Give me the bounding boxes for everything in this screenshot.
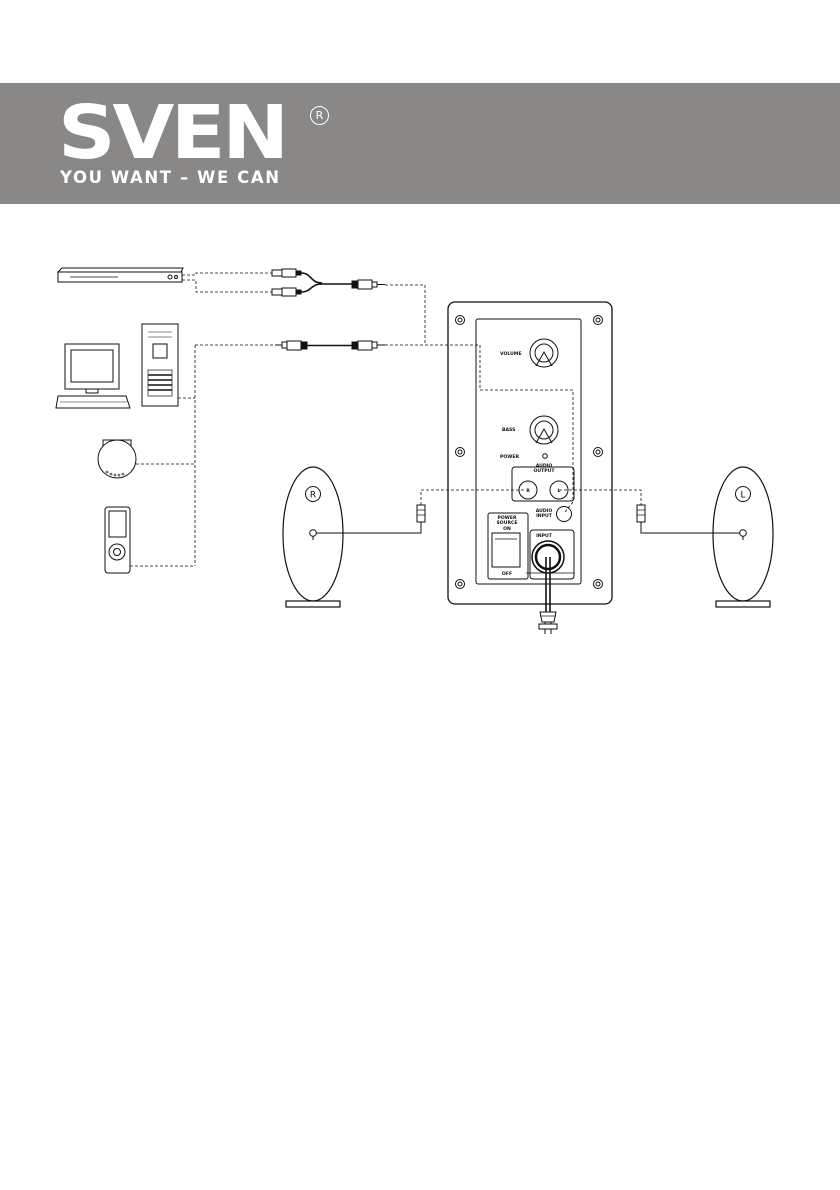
speaker-right-label: R <box>310 491 316 501</box>
registered-mark: R <box>310 106 329 125</box>
mp3-player-icon <box>104 506 131 574</box>
audio-input-label-1: AUDIO <box>536 508 553 514</box>
bass-knob[interactable] <box>529 415 559 445</box>
minijack-cable <box>275 340 385 351</box>
speaker-right <box>282 466 426 608</box>
signal-wiring <box>130 272 642 567</box>
off-label: OFF <box>502 571 512 577</box>
audio-input-jack[interactable] <box>556 506 572 522</box>
audio-input-label-2: INPUT <box>536 513 553 519</box>
power-switch-frame <box>487 512 529 580</box>
jack-r-label: R <box>526 488 530 494</box>
screw-icon <box>455 315 603 589</box>
computer-icon <box>55 323 179 409</box>
audio-output-r-jack <box>518 480 538 500</box>
bass-label: BASS <box>502 427 515 433</box>
dvd-player-icon <box>56 267 184 283</box>
audio-output-frame <box>511 466 575 502</box>
power-input-frame <box>529 529 575 580</box>
sven-logo: SVEN <box>58 90 289 176</box>
power-switch[interactable] <box>491 532 521 568</box>
audio-output-label-1: AUDIO <box>536 463 553 469</box>
power-led <box>542 453 548 459</box>
power-plug-icon <box>538 557 558 634</box>
volume-knob[interactable] <box>529 338 559 368</box>
audio-output-label-2: OUTPUT <box>534 468 556 474</box>
power-label: POWER <box>500 454 519 460</box>
header-banner <box>0 83 840 204</box>
subwoofer-back-panel <box>447 301 613 605</box>
on-label: ON <box>503 526 511 532</box>
speaker-left-label: L <box>740 491 745 501</box>
volume-label: VOLUME <box>500 351 522 357</box>
audio-output-l-jack <box>549 480 569 500</box>
power-source-label-2: SOURCE <box>497 520 518 526</box>
input-label: INPUT <box>536 533 553 539</box>
power-source-label-1: POWER <box>497 515 516 521</box>
tagline: YOU WANT – WE CAN <box>60 168 281 187</box>
rca-to-minijack-cable <box>271 268 385 297</box>
speaker-left <box>636 466 774 608</box>
cd-player-icon <box>97 439 137 479</box>
jack-l-label: L <box>558 488 561 494</box>
